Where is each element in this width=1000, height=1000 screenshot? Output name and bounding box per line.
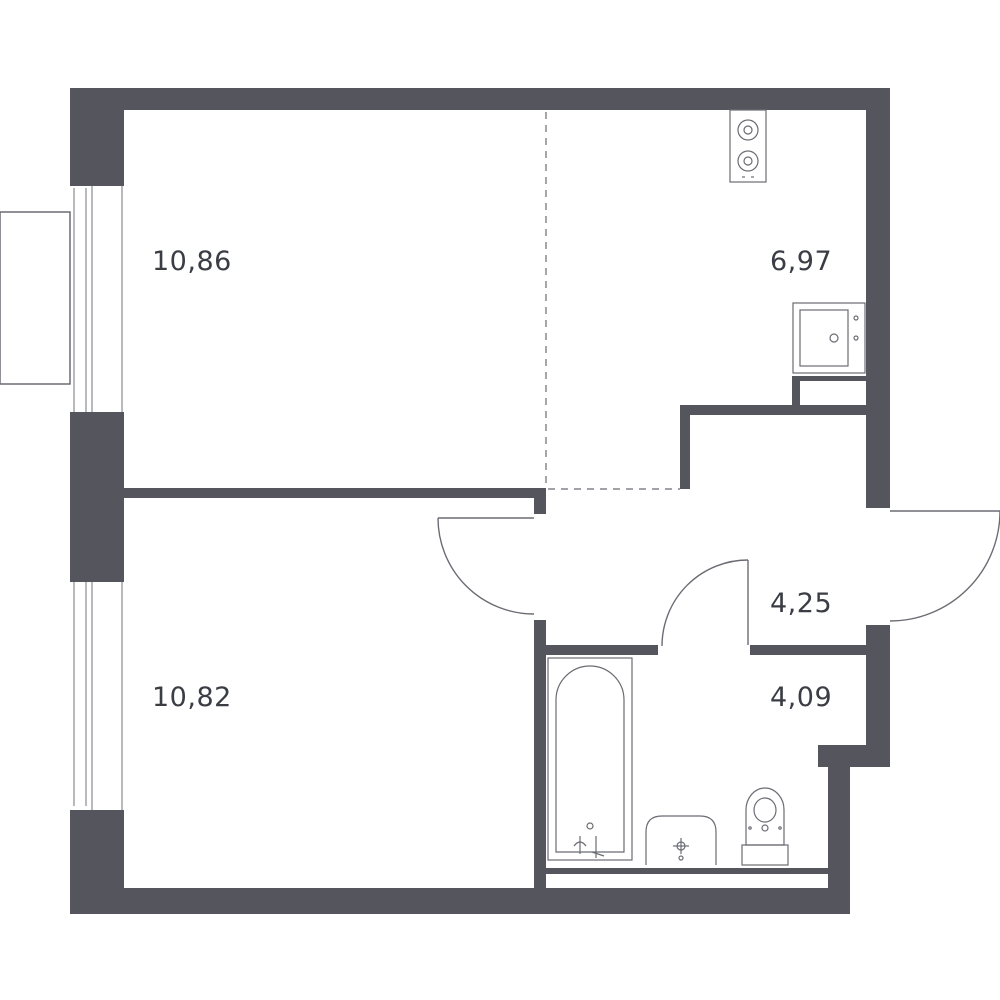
bathtub-icon xyxy=(547,657,633,861)
door-swing-entrance xyxy=(889,510,1000,622)
door-swing-living xyxy=(437,517,535,615)
area-label-bathroom: 4,09 xyxy=(770,682,832,713)
area-label-bedroom: 10,86 xyxy=(152,246,232,277)
balcony xyxy=(0,211,71,385)
stove-icon xyxy=(729,109,767,183)
door-swing-bathroom xyxy=(661,559,749,647)
window-upper xyxy=(73,184,123,414)
kitchen-opening xyxy=(545,112,680,490)
area-label-living: 10,82 xyxy=(152,682,232,713)
washbasin-icon xyxy=(645,815,717,865)
kitchen-sink-icon xyxy=(792,302,866,374)
area-label-kitchen: 6,97 xyxy=(770,246,832,277)
toilet-icon xyxy=(741,787,789,866)
area-label-hall: 4,25 xyxy=(770,588,832,619)
walls xyxy=(70,88,890,914)
window-lower xyxy=(73,580,123,812)
